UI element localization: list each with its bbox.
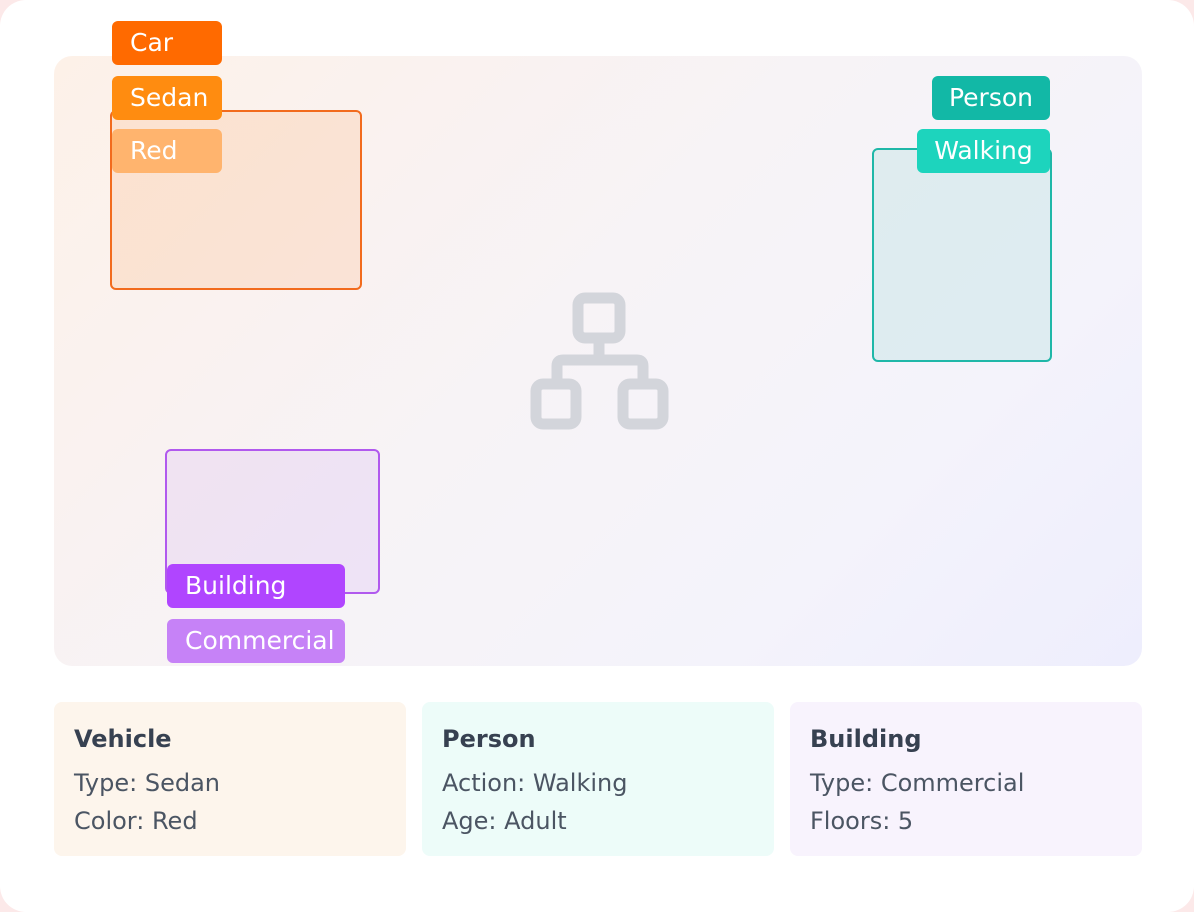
person-tag-action[interactable]: Walking xyxy=(917,129,1050,173)
vehicle-tag-type[interactable]: Sedan xyxy=(112,76,222,120)
card-detail: Age: Adult xyxy=(442,807,567,835)
building-card: Building Type: Commercial Floors: 5 xyxy=(790,702,1142,856)
card-title: Person xyxy=(442,725,536,753)
building-tag-building[interactable]: Building xyxy=(167,564,345,608)
card-detail: Floors: 5 xyxy=(810,807,914,835)
card-title: Vehicle xyxy=(74,725,172,753)
vehicle-tag-car[interactable]: Car xyxy=(112,21,222,65)
vehicle-card: Vehicle Type: Sedan Color: Red xyxy=(54,702,406,856)
card-detail: Action: Walking xyxy=(442,769,628,797)
vehicle-tag-color[interactable]: Red xyxy=(112,129,222,173)
card-title: Building xyxy=(810,725,922,753)
building-tag-type[interactable]: Commercial xyxy=(167,619,345,663)
info-cards: Vehicle Type: Sedan Color: Red Person Ac… xyxy=(54,702,1142,856)
person-tag-person[interactable]: Person xyxy=(932,76,1050,120)
person-bounding-box[interactable] xyxy=(872,148,1052,362)
hierarchy-icon xyxy=(530,292,669,430)
annotation-canvas[interactable]: Car Sedan Red Person Walking Building Co… xyxy=(54,21,1142,666)
card-detail: Type: Commercial xyxy=(810,769,1025,797)
card-detail: Color: Red xyxy=(74,807,198,835)
person-card: Person Action: Walking Age: Adult xyxy=(422,702,774,856)
card-detail: Type: Sedan xyxy=(74,769,220,797)
